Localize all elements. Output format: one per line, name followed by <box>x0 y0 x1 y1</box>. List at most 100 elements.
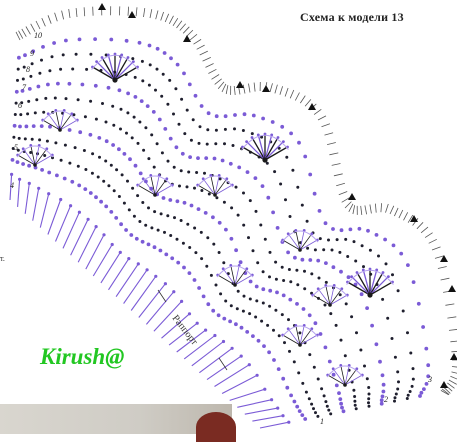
purple-stitch <box>308 173 312 177</box>
inner-edge-stitch-top <box>287 421 290 424</box>
fan-arc <box>312 286 348 297</box>
purple-stitch <box>234 248 238 252</box>
picot-tick <box>150 9 152 18</box>
picot-tick <box>197 45 205 49</box>
purple-stitch <box>188 271 192 275</box>
chain-dot <box>353 400 356 403</box>
inner-edge-stitch-top <box>188 312 191 315</box>
fan-spoke-tip <box>251 136 254 139</box>
purple-stitch <box>183 201 187 205</box>
repeat-mark-left <box>158 290 166 302</box>
fan-spoke-tip <box>382 271 385 274</box>
picot-tick <box>206 64 214 68</box>
purple-stitch <box>222 317 226 321</box>
purple-stitch <box>118 88 122 92</box>
purple-stitch <box>267 350 271 354</box>
purple-stitch <box>378 360 382 364</box>
purple-stitch <box>243 112 247 116</box>
purple-stitch <box>324 346 328 350</box>
chain-dot <box>262 270 265 273</box>
chain-dot <box>281 266 284 269</box>
chain-dot <box>235 186 238 189</box>
chain-dot <box>230 304 233 307</box>
chain-dot <box>180 219 183 222</box>
chain-dot <box>391 273 394 276</box>
chain-dot <box>262 302 265 305</box>
chain-dot <box>310 272 313 275</box>
purple-stitch <box>237 166 241 170</box>
picot-tick <box>84 7 85 16</box>
chain-dot <box>18 137 21 140</box>
chain-dot <box>288 268 291 271</box>
purple-stitch <box>148 44 152 48</box>
purple-stitch <box>301 258 305 262</box>
chain-dot <box>183 132 186 135</box>
chain-dot <box>377 255 380 258</box>
chain-dot <box>200 189 203 192</box>
chain-dot <box>51 55 54 58</box>
purple-stitch <box>176 199 180 203</box>
chain-dot <box>268 275 271 278</box>
picot-tick <box>180 24 186 31</box>
chain-dot <box>326 405 329 408</box>
purple-stitch <box>109 38 113 42</box>
purple-stitch <box>182 72 186 76</box>
chain-dot <box>219 292 222 295</box>
chain-dot <box>308 397 311 400</box>
chain-dot <box>133 215 136 218</box>
fan-center <box>298 248 302 252</box>
purple-stitch <box>21 162 25 166</box>
chain-dot <box>394 396 397 399</box>
chain-dot <box>344 238 347 241</box>
picot-tick <box>128 7 129 16</box>
chain-dot <box>215 196 218 199</box>
chain-dot <box>249 298 252 301</box>
purple-stitch <box>234 322 238 326</box>
chain-dot <box>338 251 341 254</box>
picot-border <box>16 6 457 395</box>
purple-stitch <box>18 125 22 129</box>
fan-spoke <box>313 295 330 305</box>
chain-dot <box>141 201 144 204</box>
purple-stitch <box>277 367 281 371</box>
chain-dot <box>224 128 227 131</box>
chain-dot <box>71 68 74 71</box>
chain-dot <box>62 53 65 56</box>
chain-dot <box>200 231 203 234</box>
fan-center <box>262 157 267 162</box>
purple-stitch <box>163 51 167 55</box>
picot-tick <box>322 124 330 127</box>
purple-stitch <box>193 278 197 282</box>
chain-dot <box>193 227 196 230</box>
chain-dot <box>91 172 94 175</box>
chain-dot <box>137 142 140 145</box>
chain-dot <box>313 366 316 369</box>
chain-dot <box>318 277 321 280</box>
purple-stitch <box>204 211 208 215</box>
purple-stitch <box>337 391 341 395</box>
chain-dot <box>167 160 170 163</box>
page-title: Схема к модели 13 <box>300 10 404 25</box>
chain-dot <box>212 243 215 246</box>
fan-arc <box>137 176 173 187</box>
purple-stitch <box>211 309 215 313</box>
chain-dot <box>214 142 217 145</box>
inner-edge-stitch <box>116 264 138 297</box>
purple-stitch <box>251 334 255 338</box>
purple-stitch <box>382 383 386 387</box>
chain-dot <box>38 138 41 141</box>
purple-stitch <box>190 204 194 208</box>
picot-tick <box>404 212 408 220</box>
purple-stitch <box>339 270 343 274</box>
chain-dot <box>14 113 17 116</box>
picot-tick <box>26 27 31 35</box>
chain-dot <box>200 257 203 260</box>
chain-dot <box>298 331 301 334</box>
chain-dot <box>147 206 150 209</box>
chain-dot <box>303 270 306 273</box>
chain-dot <box>284 198 287 201</box>
purple-stitch <box>293 256 297 260</box>
purple-stitch <box>204 156 208 160</box>
chain-dot <box>367 397 370 400</box>
picot-tick <box>441 278 450 280</box>
